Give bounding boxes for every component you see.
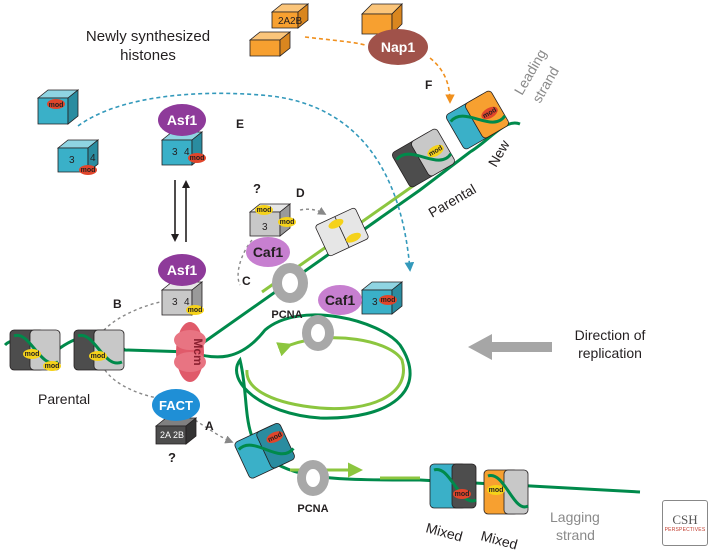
parental-nucleosome-1: mod mod — [9, 329, 61, 371]
lagging-strand-line-2: strand — [556, 527, 595, 543]
parental-top-label: Parental — [426, 181, 479, 221]
step-c-label: C — [242, 274, 251, 288]
mod-label: mod — [455, 491, 470, 498]
path-f-arrow — [304, 36, 450, 102]
h2a-label: 2A — [160, 430, 171, 440]
h4-label: 4 — [184, 297, 190, 308]
mod-label: mod — [25, 351, 40, 358]
lagging-teal-nucleosome: mod — [234, 422, 295, 479]
nap1-protein: Nap1 — [368, 29, 428, 65]
step-a-label: A — [205, 419, 214, 433]
h3-label: 3 — [172, 147, 178, 158]
caf1-complex-upper: mod 3 mod Caf1 — [246, 203, 296, 267]
newly-synthesized-line-1: Newly synthesized — [86, 28, 210, 45]
mod-label: mod — [190, 155, 205, 162]
caf1-b-label: Caf1 — [325, 292, 356, 308]
pathway-arrows — [77, 36, 450, 444]
caf1-a-label: Caf1 — [253, 244, 284, 260]
pcna-upper — [272, 263, 308, 303]
question-mark-bottom: ? — [168, 450, 176, 465]
new-label: New — [485, 136, 513, 169]
direction-line-1: Direction of — [575, 327, 646, 343]
asf1-top-label: Asf1 — [167, 112, 198, 128]
step-b-label: B — [113, 297, 122, 311]
orange-histone-left — [248, 31, 292, 57]
pcna-lower-label: PCNA — [297, 503, 328, 515]
parental-nucleosome-2: mod — [73, 329, 125, 371]
cshp-logo-text: CSH — [672, 512, 698, 527]
asf1-complex-mid: 3 4 mod Asf1 — [158, 254, 206, 316]
pcna-upper-label: PCNA — [271, 309, 302, 321]
cshp-logo-subtext: PERSPECTIVES — [664, 527, 706, 533]
path-b-lower — [104, 369, 159, 399]
h2b-label: 2B — [173, 430, 184, 440]
asf1-complex-top: 3 4 mod Asf1 — [158, 104, 206, 166]
parental-nucleosome-d — [315, 207, 369, 257]
mod-label: mod — [49, 102, 64, 109]
mod-label: mod — [188, 307, 203, 314]
lagging-nascent-loop — [245, 336, 405, 411]
lagging-strand-line-1: Lagging — [550, 509, 600, 525]
h4-label: 4 — [184, 147, 190, 158]
path-d-arrow — [299, 207, 327, 215]
mod-label: mod — [280, 219, 295, 226]
mod-label: mod — [381, 297, 396, 304]
h3-label: 3 — [262, 222, 268, 233]
path-a-arrow — [194, 419, 234, 444]
h3-label: 3 — [172, 297, 178, 308]
leading-new-nucleosome: mod — [446, 90, 509, 150]
leading-parental-nucleosome: mod — [392, 128, 455, 188]
step-e-label: E — [236, 117, 244, 131]
mod-label: mod — [489, 487, 504, 494]
equilibrium-arrows — [171, 180, 190, 242]
mod-label: mod — [81, 167, 96, 174]
step-d-label: D — [296, 186, 305, 200]
fact-complex: 2A 2B FACT — [152, 389, 200, 445]
mod-label: mod — [257, 207, 272, 214]
h3-h4-dimer-new: 3 4 mod — [56, 139, 100, 175]
fact-label: FACT — [159, 398, 193, 413]
h2a-label: 2A — [278, 16, 291, 27]
caf1-complex-lower: 3 mod Caf1 — [318, 281, 404, 315]
mixed-label-1: Mixed — [424, 519, 464, 544]
question-mark-top: ? — [253, 181, 261, 196]
leading-template-strand — [189, 121, 521, 354]
pcna-middle — [302, 315, 334, 351]
h2a-h2b-dimer-new: 2A 2B — [270, 3, 310, 29]
h4-label: 4 — [90, 153, 96, 164]
mixed-label-2: Mixed — [479, 527, 519, 552]
newly-synthesized-line-2: histones — [120, 47, 176, 64]
mixed-nucleosome-1: mod — [429, 463, 477, 509]
pcna-lower — [297, 460, 329, 496]
direction-arrow — [468, 334, 552, 360]
direction-line-2: replication — [578, 345, 642, 361]
mcm-label: Mcm — [191, 338, 205, 365]
h3-label: 3 — [69, 155, 75, 166]
mod-label: mod — [45, 363, 60, 370]
h3-h4-dimer-mod: mod — [36, 89, 80, 125]
mod-label: mod — [91, 353, 106, 360]
nap1-label: Nap1 — [381, 39, 415, 55]
asf1-mid-label: Asf1 — [167, 262, 198, 278]
h3-label: 3 — [372, 297, 378, 308]
step-f-label: F — [425, 78, 432, 92]
parental-left-label: Parental — [38, 391, 90, 407]
cshp-logo: CSH PERSPECTIVES — [662, 500, 708, 546]
h2b-label: 2B — [290, 16, 303, 27]
mixed-nucleosome-2: mod — [483, 469, 529, 515]
mcm-helicase: Mcm — [174, 322, 206, 382]
